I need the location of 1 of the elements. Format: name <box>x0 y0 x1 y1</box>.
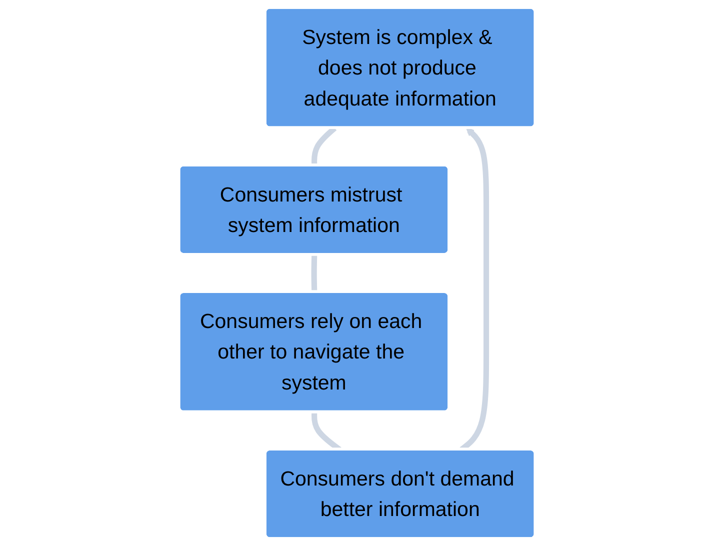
connector <box>311 254 318 292</box>
